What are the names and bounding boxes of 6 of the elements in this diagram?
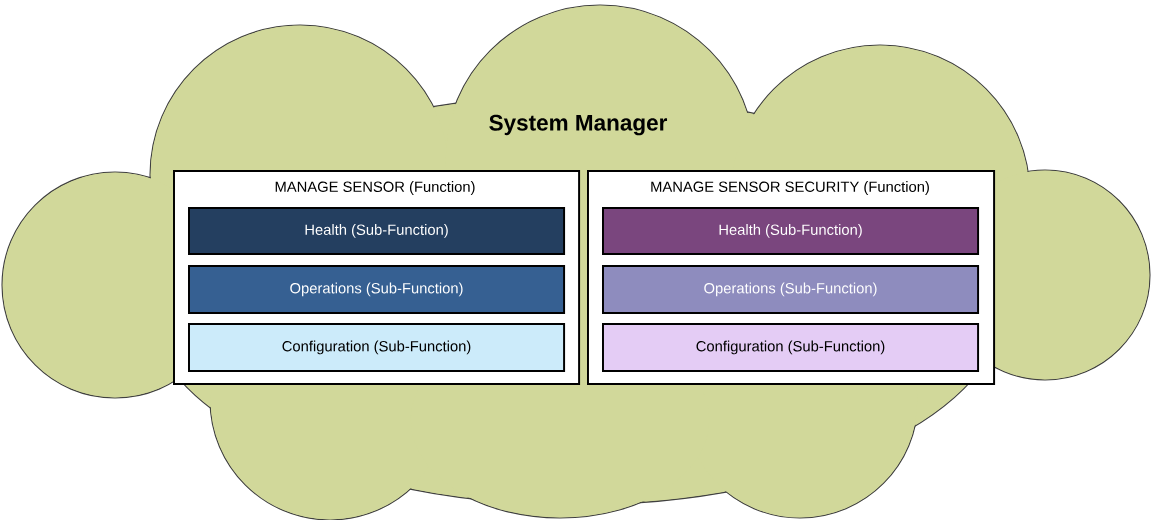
sub-function-box: Operations (Sub-Function) — [188, 265, 566, 314]
sub-function-box: Health (Sub-Function) — [188, 207, 566, 255]
sub-function-box: Health (Sub-Function) — [602, 207, 980, 255]
sub-function-box: Configuration (Sub-Function) — [602, 323, 980, 372]
sub-function-box: Configuration (Sub-Function) — [188, 323, 566, 372]
sub-function-box: Operations (Sub-Function) — [602, 265, 980, 314]
